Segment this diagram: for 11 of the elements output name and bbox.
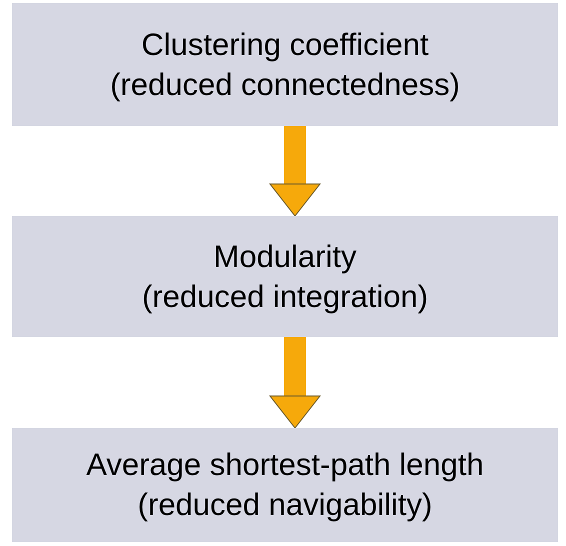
box-heading: Average shortest-path length — [86, 446, 484, 484]
box-heading: Modularity — [214, 238, 356, 276]
box-heading: Clustering coefficient — [141, 26, 429, 64]
arrow — [270, 337, 320, 428]
process-box — [12, 428, 558, 542]
process-box — [12, 3, 558, 126]
process-box — [12, 216, 558, 337]
box-subtext: (reduced integration) — [142, 278, 428, 316]
box-subtext: (reduced navigability) — [138, 486, 432, 524]
box-subtext: (reduced connectedness) — [110, 66, 460, 104]
arrow — [270, 126, 320, 216]
